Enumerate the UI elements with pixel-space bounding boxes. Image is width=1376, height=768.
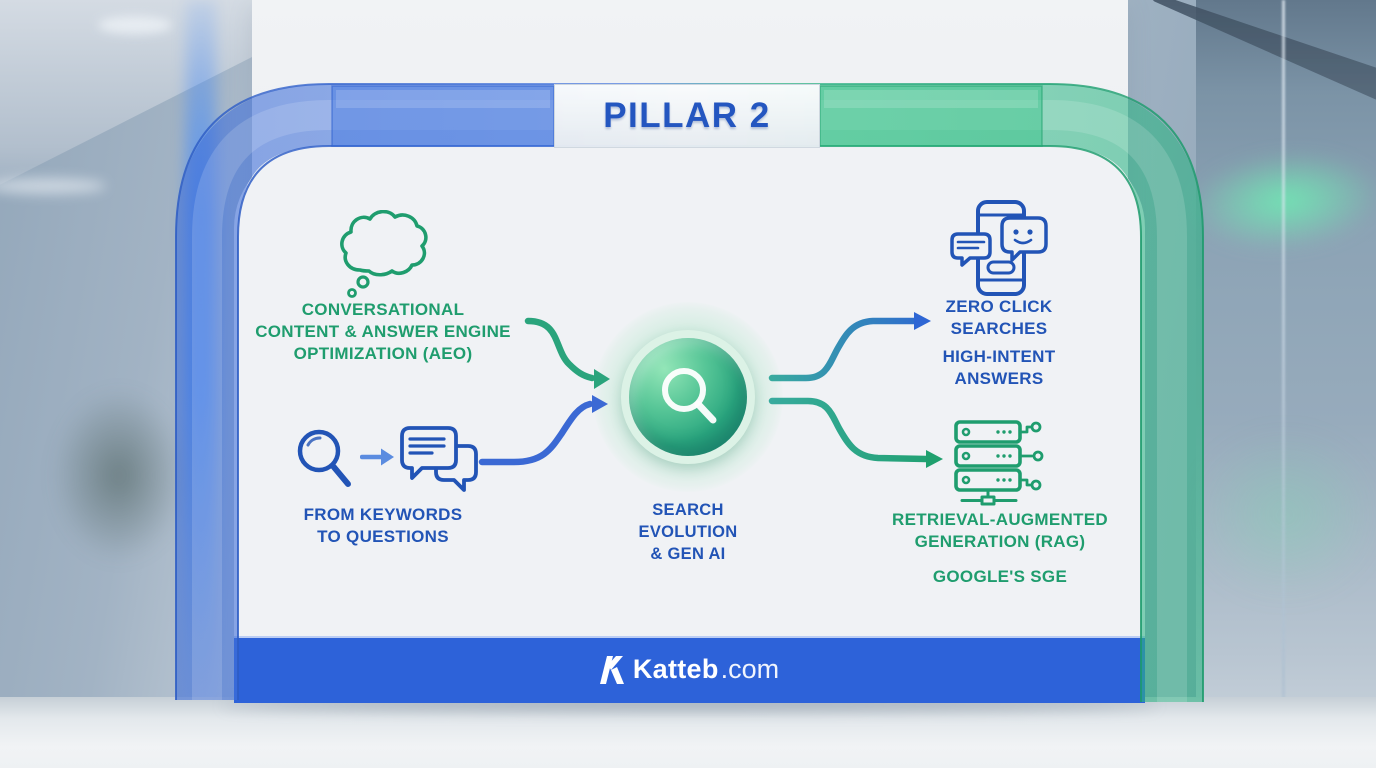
sge-line: GOOGLE'S SGE (932, 567, 1068, 586)
zero-click-label: ZERO CLICK SEARCHES (904, 296, 1094, 340)
keywords-line: FROM KEYWORDS (303, 505, 463, 524)
zero-click-line: SEARCHES (950, 319, 1048, 338)
high-intent-label: HIGH-INTENT ANSWERS (904, 346, 1094, 390)
phone-chat-icon (950, 200, 1048, 296)
thought-cloud-icon (340, 210, 428, 298)
floor (0, 697, 1376, 768)
rag-line: RETRIEVAL-AUGMENTED (892, 510, 1108, 529)
glass-seam (1282, 0, 1285, 768)
glass-wall (1196, 0, 1376, 768)
ceiling-light (0, 178, 106, 194)
katteb-k-icon (599, 655, 624, 684)
footer-bar: Katteb .com (234, 636, 1145, 703)
search-magnifier-icon (662, 368, 717, 424)
high-intent-line: HIGH-INTENT (942, 347, 1056, 366)
rag-label: RETRIEVAL-AUGMENTED GENERATION (RAG) (871, 509, 1129, 553)
keywords-label: FROM KEYWORDS TO QUESTIONS (258, 504, 508, 548)
aeo-line: CONVERSATIONAL (301, 300, 465, 319)
center-label: SEARCH EVOLUTION & GEN AI (598, 499, 778, 565)
green-light-streak (1184, 143, 1376, 259)
chat-bubbles-icon (400, 426, 478, 492)
brand-domain-suffix: .com (720, 654, 780, 684)
center-line: & GEN AI (650, 545, 726, 563)
blue-light-streak (186, 0, 216, 715)
pillar-title-plate: PILLAR 2 (554, 84, 820, 148)
center-line: SEARCH (652, 501, 724, 519)
sge-label: GOOGLE'S SGE (871, 566, 1129, 588)
keywords-line: TO QUESTIONS (317, 527, 449, 546)
plant-silhouette (52, 388, 186, 563)
pillar-title: PILLAR 2 (603, 96, 771, 135)
aeo-label: CONVERSATIONAL CONTENT & ANSWER ENGINE O… (238, 299, 528, 365)
server-network-icon (954, 420, 1044, 506)
zero-click-line: ZERO CLICK (945, 297, 1053, 316)
aeo-line: OPTIMIZATION (AEO) (293, 344, 473, 363)
ceiling-light (98, 16, 172, 34)
center-line: EVOLUTION (638, 523, 738, 541)
rag-line: GENERATION (RAG) (914, 532, 1086, 551)
magnifier-icon (297, 429, 351, 487)
aeo-line: CONTENT & ANSWER ENGINE (255, 322, 511, 341)
high-intent-line: ANSWERS (954, 369, 1044, 388)
right-arrow-icon (360, 448, 394, 466)
brand-name: Katteb (632, 654, 719, 684)
